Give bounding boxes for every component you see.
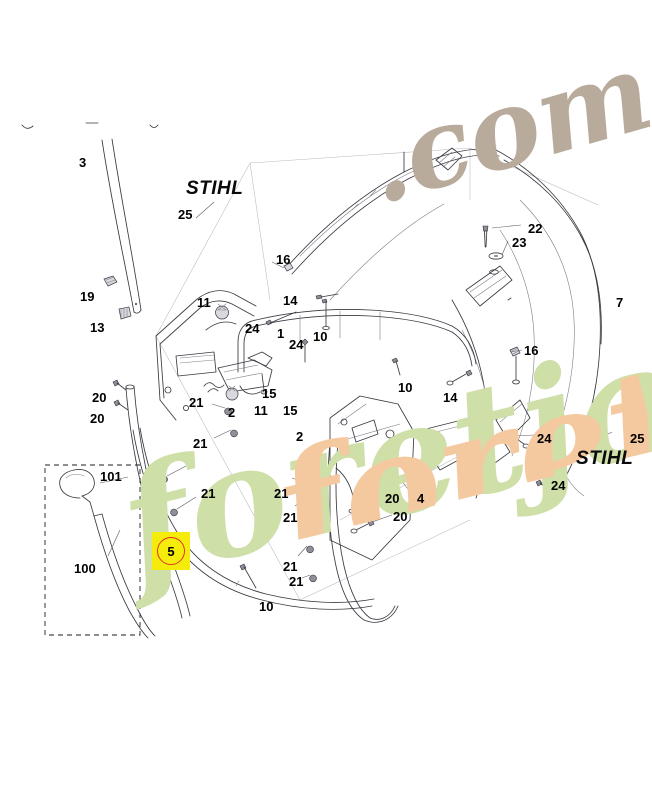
callout-22: 22 <box>528 221 543 236</box>
chassis-plate <box>155 290 257 421</box>
callout-21c: 21 <box>201 486 216 501</box>
callout-3: 3 <box>79 155 87 170</box>
callout-5-circle: 5 <box>157 537 185 565</box>
callout-15b: 15 <box>283 403 298 418</box>
callout-24a: 24 <box>245 321 260 336</box>
part-10-screw-bottom <box>239 563 257 589</box>
inset-detail-box <box>44 464 156 639</box>
callout-21g: 21 <box>289 574 304 589</box>
stihl-wordmark-upper: STIHL <box>186 178 244 199</box>
part-20-screw-a <box>112 379 127 391</box>
callout-16a: 16 <box>276 252 291 267</box>
stihl-wordmark-lower: STIHL <box>576 448 634 469</box>
part-10-screw-b <box>391 357 401 376</box>
part-16-fastener-lower <box>507 297 523 385</box>
part-24-screw-c <box>509 433 535 449</box>
callout-20c: 20 <box>385 491 400 506</box>
part-11-upper-nut <box>215 303 229 320</box>
callout-16b: 16 <box>524 343 539 358</box>
part-20-screw-b <box>113 399 129 411</box>
callout-100: 100 <box>74 561 96 576</box>
fasteners-upper-center <box>265 261 523 386</box>
center-latch-assembly <box>203 351 273 401</box>
highlighted-part-callout-5[interactable]: 5 <box>152 532 190 570</box>
callout-11a: 11 <box>197 295 211 310</box>
callout-20b: 20 <box>90 411 105 426</box>
callout-21f: 21 <box>283 559 298 574</box>
catcher-body-construction <box>155 147 599 601</box>
callout-19: 19 <box>80 289 95 304</box>
callout-10b: 10 <box>398 380 413 395</box>
part-24-screw-d <box>535 479 554 495</box>
pushnut <box>199 519 210 548</box>
callout-14b: 14 <box>443 390 458 405</box>
pushnut <box>291 477 313 491</box>
callout-23: 23 <box>512 235 527 250</box>
callout-20d: 20 <box>393 509 408 524</box>
callout-2b: 2 <box>296 429 304 444</box>
callout-13: 13 <box>90 320 105 335</box>
pushnut <box>297 545 314 557</box>
part-7-rear-panel <box>451 149 602 499</box>
callout-24d: 24 <box>551 478 566 493</box>
callout-15a: 15 <box>262 386 277 401</box>
part-24-screw-a <box>265 311 297 326</box>
callout-25b: 25 <box>630 431 645 446</box>
part-20-screws <box>112 379 129 411</box>
callout-20a: 20 <box>92 390 107 405</box>
part-3-handle-bar <box>101 138 142 314</box>
left-tube-assembly <box>125 384 191 619</box>
right-edge-detail <box>195 201 613 497</box>
lower-right-panel <box>329 395 485 561</box>
lower-right-fasteners <box>348 399 554 534</box>
pushnut <box>301 574 317 583</box>
callout-11b: 11 <box>254 403 268 418</box>
callout-101: 101 <box>100 469 122 484</box>
callout-2a: 2 <box>228 405 236 420</box>
part-19-clamp <box>103 275 118 287</box>
part-23-washer <box>488 252 504 275</box>
callout-24c: 24 <box>537 431 552 446</box>
callout-21d: 21 <box>274 486 289 501</box>
clipped-heading-remnant <box>21 122 159 129</box>
callout-7: 7 <box>616 295 624 310</box>
part-13-bracket <box>118 306 132 320</box>
callout-21e: 21 <box>283 510 298 525</box>
callout-25a: 25 <box>178 207 193 222</box>
callout-1: 1 <box>277 326 285 341</box>
inner-tube-loop <box>327 438 399 623</box>
part-20-screw-d <box>350 514 393 534</box>
callout-4: 4 <box>417 491 425 506</box>
part-14-screw-b <box>446 369 473 386</box>
pushnut <box>170 496 197 517</box>
part-1-tubular-frame <box>237 309 477 373</box>
part-21-pushnuts <box>160 403 317 589</box>
part-24-screw-b <box>301 338 309 363</box>
pushnut <box>294 497 312 507</box>
callout-10a: 10 <box>313 329 328 344</box>
callout-14a: 14 <box>283 293 298 308</box>
pushnut <box>160 465 187 484</box>
catcher-top-shell <box>285 147 500 301</box>
part-22-screw <box>482 225 489 248</box>
pushnut <box>213 429 238 439</box>
callout-21b: 21 <box>193 436 208 451</box>
part-16-fastener-upper <box>271 261 294 272</box>
callout-21a: 21 <box>189 395 204 410</box>
part-22-23-leaders <box>491 224 522 256</box>
part-14-screw-a <box>315 293 339 300</box>
callout-10c: 10 <box>259 599 274 614</box>
part-10-screw-a <box>321 298 330 330</box>
callout-24b: 24 <box>289 337 304 352</box>
pushnut <box>211 403 232 416</box>
part-20-screw-c <box>348 495 385 514</box>
